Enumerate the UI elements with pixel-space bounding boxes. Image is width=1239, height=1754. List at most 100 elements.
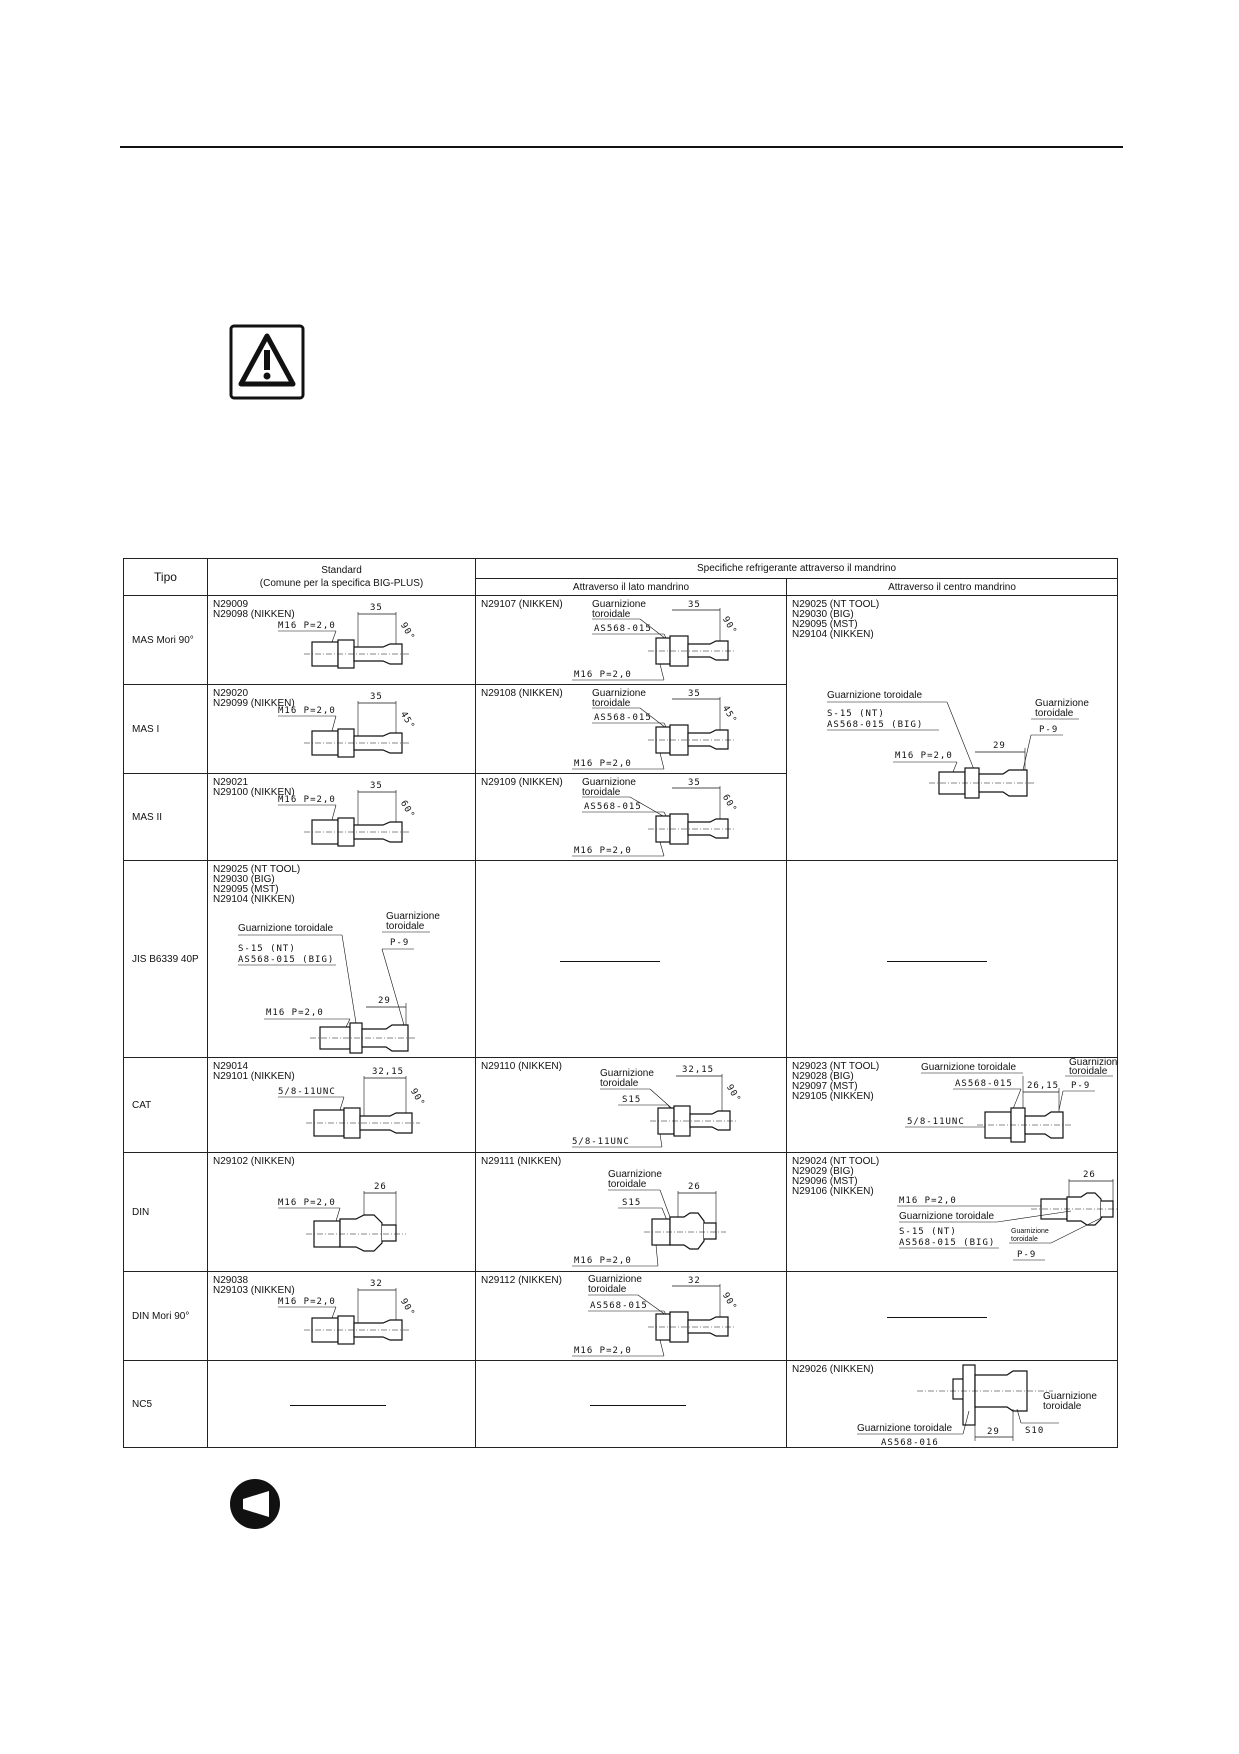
svg-text:35: 35 [688,600,701,610]
side-cell-empty [475,1360,787,1448]
header-tipo: Tipo [123,558,208,596]
svg-text:toroidale: toroidale [1035,708,1074,719]
svg-text:AS568-015 (BIG): AS568-015 (BIG) [827,720,923,730]
svg-text:Guarnizione toroidale: Guarnizione toroidale [238,923,333,934]
pull-stud-drawing: Guarnizione toroidale S-15 (NT) AS568-01… [238,911,440,1054]
svg-text:M16 P=2,0: M16 P=2,0 [278,1198,336,1208]
pull-stud-drawing: Guarnizione toroidale S15 26 M16 P=2,0 [572,1169,726,1267]
svg-text:Guarnizione: Guarnizione [1011,1228,1049,1235]
pull-stud-drawing: 35 45° M16 P=2,0 [278,692,416,758]
center-cell-empty [785,1271,1119,1361]
svg-text:90°: 90° [720,1291,738,1313]
svg-text:29: 29 [378,996,391,1006]
svg-text:M16 P=2,0: M16 P=2,0 [895,751,953,761]
svg-text:toroidale: toroidale [592,609,631,620]
svg-text:26: 26 [688,1182,701,1192]
svg-text:AS568-015: AS568-015 [594,624,652,634]
header-standard: Standard (Comune per la specifica BIG-PL… [207,558,476,596]
header-coolant: Specifiche refrigerante attraverso il ma… [474,558,1119,579]
svg-text:90°: 90° [398,1297,416,1319]
table-row: JIS B6339 40P N29025 (NT TOOL)N29030 (BI… [123,860,1119,1058]
svg-text:Guarnizione toroidale: Guarnizione toroidale [899,1211,994,1222]
not-available-dash [290,1405,386,1406]
table-row: NC5 N29026 (NIKKEN) 29 Guarnizione toroi… [123,1360,1119,1448]
center-cell-empty [785,860,1119,1058]
row-tipo: JIS B6339 40P [123,860,208,1058]
svg-text:29: 29 [987,1427,1000,1437]
svg-text:M16 P=2,0: M16 P=2,0 [278,621,336,631]
pull-stud-drawing: 32 90° M16 P=2,0 [278,1279,416,1345]
side-cell: N29108 (NIKKEN) Guarnizione toroidale AS… [475,684,787,774]
svg-text:Guarnizione toroidale: Guarnizione toroidale [857,1423,952,1434]
svg-text:35: 35 [370,692,383,702]
svg-text:26: 26 [1083,1170,1096,1180]
svg-text:90°: 90° [398,621,416,643]
pull-stud-drawing: 26 M16 P=2,0 Guarnizione toroidale S-15 … [897,1170,1117,1261]
svg-text:90°: 90° [720,615,738,637]
svg-text:60°: 60° [720,793,738,815]
svg-text:S-15 (NT): S-15 (NT) [238,944,296,954]
svg-text:26: 26 [374,1182,387,1192]
svg-text:AS568-015: AS568-015 [955,1079,1013,1089]
pull-stud-drawing: 32,15 90° 5/8-11UNC [278,1067,426,1139]
warning-triangle-icon [229,324,305,400]
svg-text:32,15: 32,15 [372,1067,404,1077]
std-cell-empty [207,1360,476,1448]
svg-text:toroidale: toroidale [1043,1401,1082,1412]
not-available-dash [887,1317,987,1318]
svg-text:M16 P=2,0: M16 P=2,0 [574,759,632,769]
svg-text:Guarnizione: Guarnizione [592,599,646,610]
svg-text:M16 P=2,0: M16 P=2,0 [574,1256,632,1266]
svg-text:toroidale: toroidale [588,1284,627,1295]
svg-text:S10: S10 [1025,1426,1044,1436]
row-tipo: MAS II [123,773,208,861]
svg-text:Guarnizione: Guarnizione [588,1274,642,1285]
svg-text:5/8-11UNC: 5/8-11UNC [572,1137,630,1147]
svg-text:Guarnizione toroidale: Guarnizione toroidale [921,1062,1016,1073]
svg-text:35: 35 [688,778,701,788]
pull-stud-drawing: 35 60° M16 P=2,0 [278,781,416,847]
svg-text:Guarnizione: Guarnizione [1069,1058,1117,1068]
row-tipo: NC5 [123,1360,208,1448]
svg-text:45°: 45° [398,710,416,732]
svg-text:S15: S15 [622,1198,641,1208]
header-center: Attraverso il centro mandrino [785,578,1119,596]
side-cell-empty [475,860,787,1058]
svg-text:32: 32 [370,1279,383,1289]
center-cell: N29024 (NT TOOL)N29029 (BIG) N29096 (MST… [785,1152,1119,1272]
svg-text:Guarnizione: Guarnizione [386,911,440,922]
svg-text:P-9: P-9 [1039,725,1058,735]
svg-text:S-15 (NT): S-15 (NT) [827,709,885,719]
svg-text:Guarnizione: Guarnizione [592,688,646,699]
not-available-dash [590,1405,686,1406]
svg-text:Guarnizione toroidale: Guarnizione toroidale [827,690,922,701]
note-pointer-icon [229,1478,281,1530]
pull-stud-drawing: Guarnizione toroidale AS568-015 Guarnizi… [905,1058,1117,1143]
center-cell: N29023 (NT TOOL)N29028 (BIG) N29097 (MST… [785,1057,1119,1153]
svg-text:toroidale: toroidale [1011,1236,1038,1243]
svg-text:AS568-015: AS568-015 [590,1301,648,1311]
svg-text:45°: 45° [720,704,738,726]
svg-text:32: 32 [688,1276,701,1286]
svg-text:M16 P=2,0: M16 P=2,0 [899,1196,957,1206]
svg-text:5/8-11UNC: 5/8-11UNC [278,1087,336,1097]
table-row: DIN N29102 (NIKKEN) 26 M16 P=2,0 N29111 … [123,1152,1119,1272]
svg-text:26,15: 26,15 [1027,1081,1059,1091]
row-tipo: MAS I [123,684,208,774]
svg-text:Guarnizione: Guarnizione [608,1169,662,1180]
center-cell: N29026 (NIKKEN) 29 Guarnizione toroidale… [785,1360,1119,1448]
svg-text:AS568-015: AS568-015 [584,802,642,812]
svg-text:toroidale: toroidale [608,1179,647,1190]
svg-text:AS568-015 (BIG): AS568-015 (BIG) [899,1238,995,1248]
svg-text:M16 P=2,0: M16 P=2,0 [574,670,632,680]
row-tipo: MAS Mori 90° [123,595,208,685]
svg-text:Guarnizione: Guarnizione [1035,698,1089,709]
svg-text:toroidale: toroidale [386,921,425,932]
svg-text:90°: 90° [724,1083,742,1105]
row-tipo: DIN [123,1152,208,1272]
